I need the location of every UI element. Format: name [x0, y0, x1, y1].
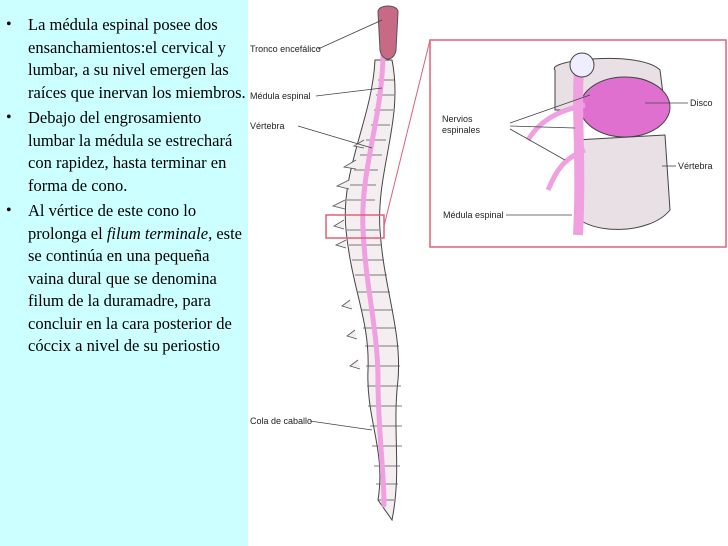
label-tronco-encefalico: Tronco encefálico — [250, 44, 321, 54]
label-cola-de-caballo: Cola de caballo — [250, 416, 313, 426]
detail-nerve-roots — [525, 102, 586, 192]
bullet-dot: • — [6, 202, 12, 219]
label-vertebra-detail: Vértebra — [678, 161, 713, 171]
bullet-text-after: , este se continúa en una pequeña vaina … — [28, 223, 242, 356]
leader-lines — [297, 19, 688, 431]
bullet-text-italic: filum terminale — [106, 223, 209, 243]
bullet-list: • La médula espinal posee dos ensanchami… — [0, 14, 248, 361]
vertebral-column — [344, 59, 400, 522]
highlight-box — [325, 214, 385, 239]
connector-line — [383, 39, 431, 227]
bullet-text-before: Al vértice de este cono lo prolonga el — [28, 201, 197, 243]
detail-vertebra-lower — [574, 134, 671, 230]
label-medula-espinal-detail: Médula espinal — [443, 210, 504, 220]
detail-disc — [579, 76, 671, 138]
label-nervios-espinales-1: Nervios — [442, 114, 473, 124]
detail-spinous — [569, 52, 595, 78]
bullet-item-engrosamiento: • Debajo del engrosamiento lumbar la méd… — [0, 107, 248, 197]
bullet-dot: • — [6, 109, 12, 126]
spinal-cord — [360, 52, 387, 508]
text-panel: • La médula espinal posee dos ensanchami… — [0, 0, 248, 546]
bullet-item-ensanchamientos: • La médula espinal posee dos ensanchami… — [0, 14, 248, 104]
label-disco: Disco — [690, 98, 713, 108]
label-medula-espinal: Médula espinal — [250, 91, 311, 101]
detail-spinal-cord — [573, 59, 585, 236]
bullet-item-filum: • Al vértice de este cono lo prolonga el… — [0, 200, 248, 358]
bullet-dot: • — [6, 16, 12, 33]
brainstem — [377, 5, 399, 60]
bullet-text: La médula espinal posee dos ensanchamien… — [28, 15, 246, 102]
label-nervios-espinales-2: espinales — [442, 125, 481, 135]
label-vertebra: Vértebra — [250, 121, 285, 131]
bullet-text: Debajo del engrosamiento lumbar la médul… — [28, 108, 233, 195]
